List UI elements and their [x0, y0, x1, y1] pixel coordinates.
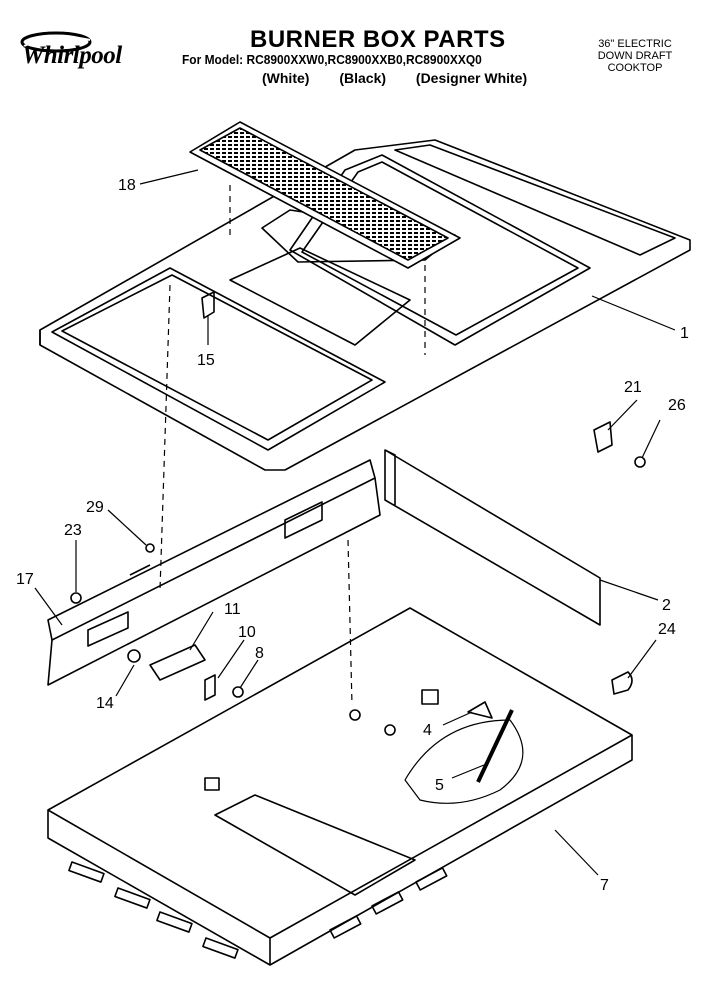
bracket-part-4 — [467, 701, 493, 719]
label-part-4: 4 — [423, 722, 432, 739]
model-line: For Model: RC8900XXW0,RC8900XXB0,RC8900X… — [182, 52, 482, 67]
model-prefix: For Model: — [182, 52, 244, 67]
burner-box — [47, 607, 633, 966]
label-part-1: 1 — [680, 325, 689, 342]
label-part-8: 8 — [255, 645, 264, 662]
label-part-10: 10 — [238, 624, 256, 641]
nut-part-14 — [127, 649, 141, 663]
product-line-1: 36" ELECTRIC — [598, 38, 672, 50]
color-variants: (White) (Black) (Designer White) — [262, 70, 553, 86]
bracket-part-10 — [204, 674, 216, 701]
clamp-part-24 — [611, 671, 633, 695]
label-part-17: 17 — [16, 571, 34, 588]
burner-box-vent-slots — [68, 861, 448, 959]
logo-swoosh-icon — [20, 31, 92, 53]
hardware-parts — [70, 421, 646, 791]
screw-part-26 — [634, 456, 646, 468]
leader-lines — [34, 169, 676, 876]
switch-part-11 — [149, 644, 206, 681]
label-part-11: 11 — [224, 601, 241, 618]
variant-designer-white: (Designer White) — [415, 70, 528, 86]
front-panel — [47, 459, 381, 686]
nut-part-23 — [70, 592, 82, 604]
rod-part-5 — [476, 709, 514, 783]
vent-grill — [189, 121, 461, 269]
product-line-note: 36" ELECTRIC DOWN DRAFT COOKTOP — [580, 38, 690, 74]
label-part-23: 23 — [64, 522, 82, 539]
variant-black: (Black) — [339, 70, 387, 86]
switch-part-21 — [593, 421, 613, 453]
label-part-26: 26 — [668, 397, 686, 414]
label-part-24: 24 — [658, 621, 676, 638]
cooktop-top-frame — [39, 139, 691, 471]
label-part-5: 5 — [435, 777, 444, 794]
page-title: BURNER BOX PARTS — [250, 26, 506, 53]
label-part-7: 7 — [600, 877, 609, 894]
label-part-21: 21 — [624, 379, 642, 396]
product-line-2: DOWN DRAFT — [597, 50, 673, 62]
label-part-18: 18 — [118, 177, 136, 194]
rear-panel — [384, 449, 601, 626]
model-numbers: RC8900XXW0,RC8900XXB0,RC8900XXQ0 — [246, 52, 482, 67]
screw-part-8 — [232, 686, 244, 698]
product-line-3: COOKTOP — [607, 62, 663, 74]
label-part-29: 29 — [86, 499, 104, 516]
screw-part-29 — [145, 543, 155, 553]
clip-part-15 — [201, 291, 215, 319]
label-part-14: 14 — [96, 695, 114, 712]
brand-wordmark: Whirlpool — [22, 42, 122, 69]
whirlpool-logo: Whirlpool — [16, 28, 150, 78]
label-part-2: 2 — [662, 597, 671, 614]
variant-white: (White) — [262, 70, 310, 86]
label-part-15: 15 — [197, 352, 215, 369]
